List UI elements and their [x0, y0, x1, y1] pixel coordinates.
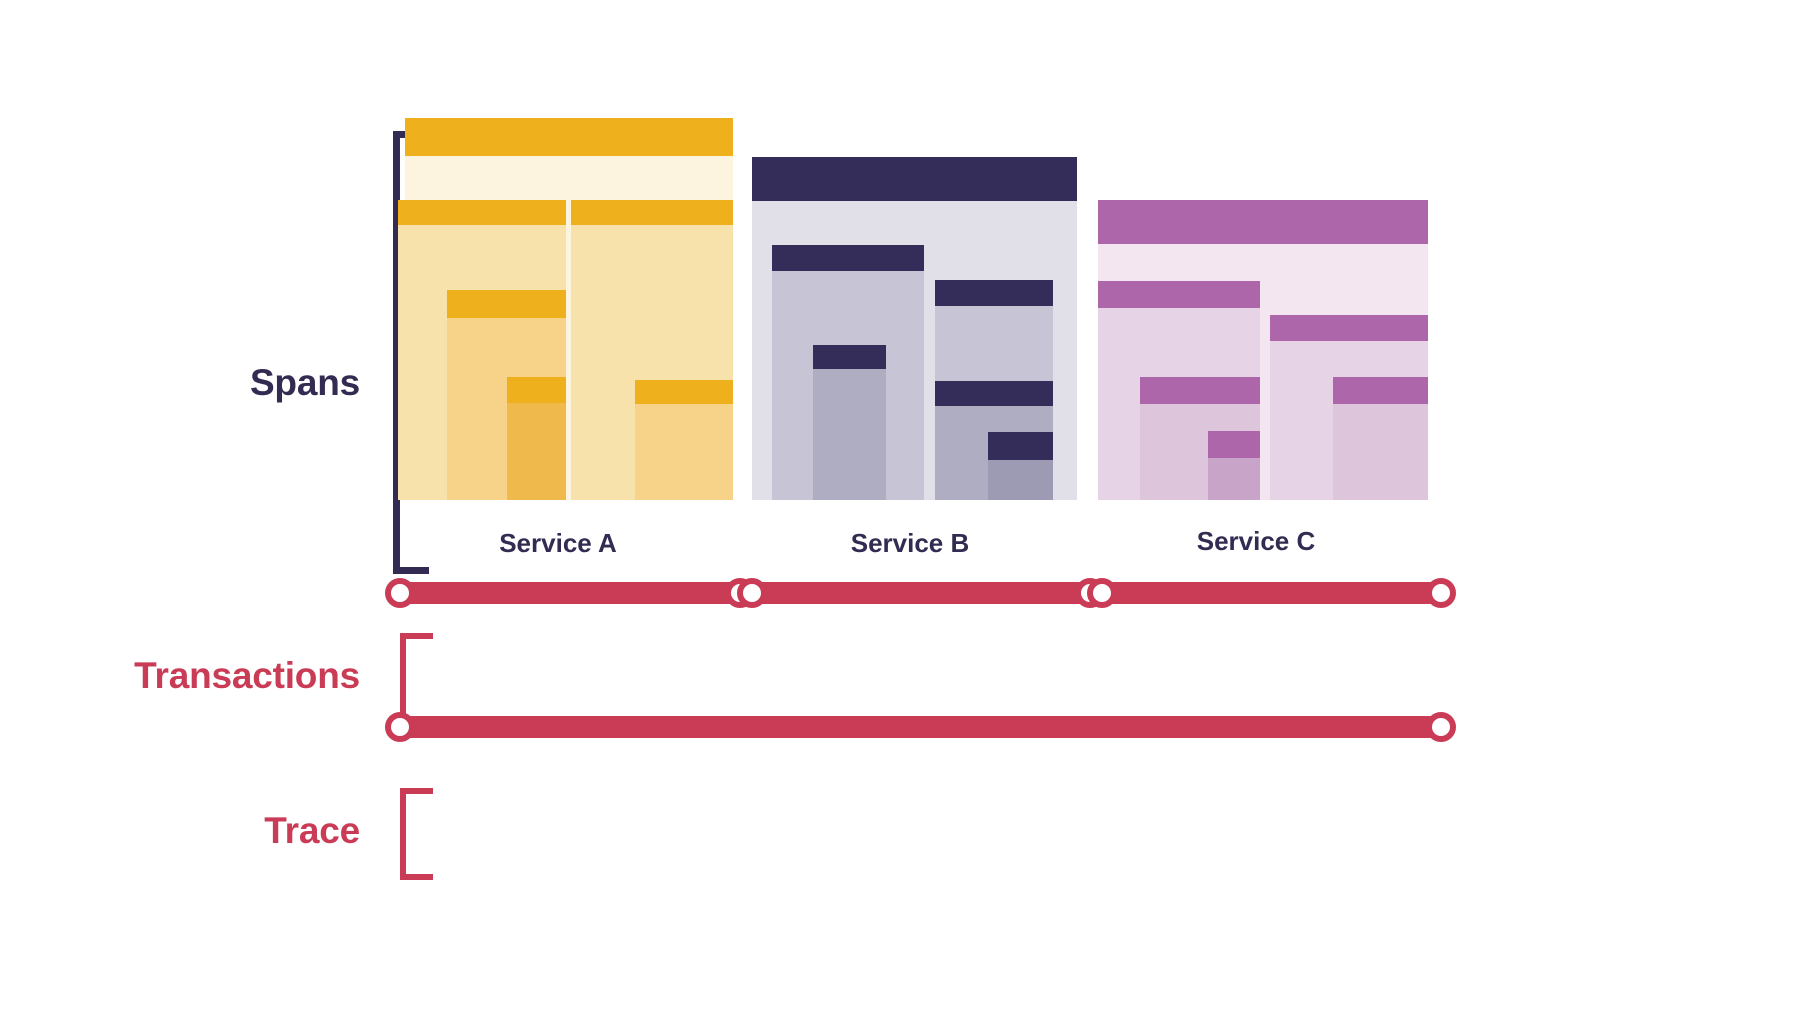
- trace-bracket: [400, 788, 433, 880]
- span-bar-head: [398, 200, 566, 225]
- trace-endpoint-dot: [385, 712, 415, 742]
- span-bar-head: [507, 377, 566, 403]
- span-bar: [1333, 377, 1428, 500]
- span-bar: [507, 377, 566, 500]
- span-bar-head: [1098, 281, 1260, 308]
- trace-endpoint-dot: [1426, 712, 1456, 742]
- transaction-endpoint-dot: [737, 578, 767, 608]
- transaction-segment: [400, 582, 740, 604]
- service-caption-b: Service B: [850, 528, 970, 558]
- span-bar-head: [1098, 200, 1428, 244]
- span-bar: [813, 345, 886, 500]
- span-bar-head: [988, 432, 1053, 460]
- span-bar-head: [447, 290, 566, 318]
- span-bar-head: [635, 380, 733, 404]
- trace-segment: [400, 716, 1441, 738]
- span-bar-head: [1208, 431, 1260, 458]
- span-bar-head: [571, 200, 733, 225]
- span-bar-head: [1140, 377, 1260, 404]
- transactions-bracket: [400, 633, 433, 725]
- spans-row-label: Spans: [249, 362, 360, 403]
- transaction-endpoint-dot: [1426, 578, 1456, 608]
- transactions-row-label: Transactions: [134, 655, 360, 696]
- span-bar-head: [813, 345, 886, 369]
- span-bar: [988, 432, 1053, 500]
- service-caption-a: Service A: [499, 528, 617, 558]
- span-bar: [1208, 431, 1260, 500]
- trace-row-label: Trace: [264, 810, 360, 851]
- transaction-endpoint-dot: [1087, 578, 1117, 608]
- span-bar: [635, 380, 733, 500]
- span-bar-head: [405, 118, 733, 156]
- span-bar-head: [935, 381, 1053, 406]
- service-caption-c: Service C: [1196, 526, 1316, 556]
- span-bar-head: [935, 280, 1053, 306]
- span-bar-head: [1333, 377, 1428, 404]
- span-bar-head: [752, 157, 1077, 201]
- spans-visualization: [398, 118, 1428, 500]
- transaction-segment: [752, 582, 1090, 604]
- span-bar-head: [772, 245, 924, 271]
- span-bar-head: [1270, 315, 1428, 341]
- transaction-endpoint-dot: [385, 578, 415, 608]
- transaction-segment: [1102, 582, 1441, 604]
